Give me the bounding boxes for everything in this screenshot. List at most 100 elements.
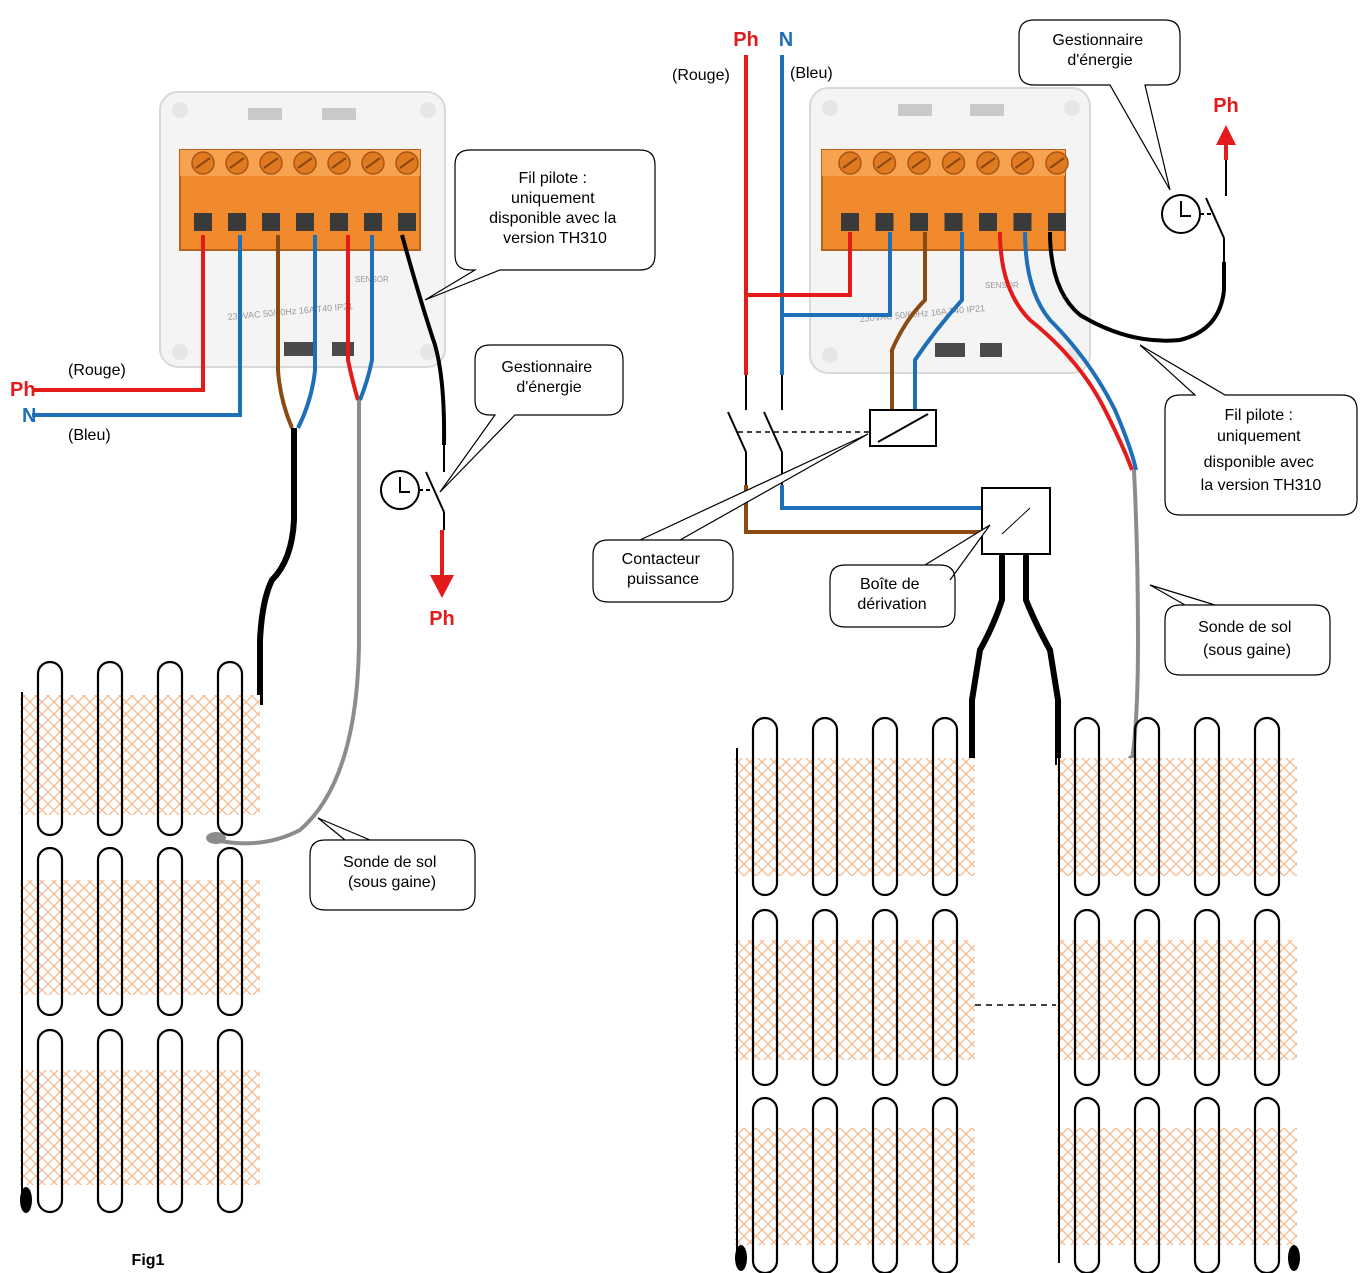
heating-loop (36, 660, 64, 837)
heating-loop (1253, 908, 1281, 1087)
heating-loop (751, 1096, 779, 1273)
left-thermostat: 230VAC 50/60Hz 16A T40 IP21 SENSOR (159, 91, 446, 368)
right-phase-to-thermostat (746, 232, 852, 297)
left-gestionnaire-callout: Gestionnaire d'énergie (439, 344, 624, 493)
mesh-band (1057, 940, 1297, 1060)
left-floor-probe (206, 832, 226, 844)
right-red-sensor-wire (998, 231, 1134, 471)
right-ph-out-label: Ph (1213, 95, 1239, 117)
left-heating-cable (257, 428, 297, 705)
heating-loop (96, 846, 124, 1017)
heating-loop (36, 846, 64, 1017)
heating-loop (1073, 1096, 1101, 1273)
mesh-band (735, 758, 975, 876)
left-ph-label: Ph (10, 379, 36, 401)
heating-loop (1253, 716, 1281, 897)
cable-end (735, 1245, 747, 1271)
right-energy-manager (1161, 125, 1236, 262)
left-energy-manager (380, 445, 454, 598)
heating-loop (1193, 908, 1221, 1087)
right-heating-mat-a (735, 716, 975, 1273)
mesh-band (735, 940, 975, 1060)
heating-loop (871, 716, 899, 897)
heating-loop (751, 716, 779, 897)
terminal-slot (228, 213, 246, 231)
right-n-label: N (779, 29, 793, 51)
heating-loop (871, 1096, 899, 1273)
right-figure: 230VAC 50/60Hz 16A T40 IP21 SENSOR (592, 19, 1358, 1273)
left-neutral-wire (32, 235, 242, 417)
terminal-slot (330, 213, 348, 231)
left-blue-wire (296, 235, 317, 429)
left-heating-mat (20, 660, 260, 1214)
terminal-slot (841, 213, 859, 231)
terminal-slot (296, 213, 314, 231)
terminal-slot (979, 213, 997, 231)
heating-loop (1133, 1096, 1161, 1273)
right-gestionnaire-text: Gestionnaire d'énergie (1052, 32, 1147, 69)
right-pilot-wire (1048, 231, 1226, 343)
heating-loop (871, 908, 899, 1087)
left-floor-probe-wire (214, 400, 361, 846)
heating-loop (1133, 716, 1161, 897)
heating-cable-b (1023, 554, 1061, 765)
heating-loop (1193, 716, 1221, 897)
right-heating-mat-b (1057, 716, 1300, 1273)
mesh-band (1057, 758, 1297, 876)
left-brown-wire (276, 235, 294, 429)
left-red-sensor-wire (346, 235, 360, 401)
left-ph-out-label: Ph (429, 608, 455, 630)
right-brown-coil-wire (890, 232, 927, 410)
mesh-band (1057, 1128, 1297, 1245)
heating-loop (1073, 908, 1101, 1087)
right-sensor-print: SENSOR (985, 281, 1019, 290)
left-rouge-label: (Rouge) (68, 362, 126, 379)
terminal-slot (194, 213, 212, 231)
heating-loop (931, 908, 959, 1087)
right-gestionnaire-callout: Gestionnaire d'énergie (1018, 19, 1181, 191)
right-contactor (727, 375, 937, 485)
mesh-band (20, 1070, 260, 1185)
terminal-slot (398, 213, 416, 231)
heating-loop (36, 1028, 64, 1214)
right-pilot-text: Fil pilote : uniquement disponible avec … (1201, 407, 1322, 494)
terminal-slot (1048, 213, 1066, 231)
right-boite-text: Boîte de dérivation (857, 576, 926, 613)
heating-loop (156, 660, 184, 837)
heating-loop (156, 1028, 184, 1214)
left-bleu-label: (Bleu) (68, 427, 111, 444)
terminal-slot (1013, 213, 1032, 231)
heating-loop (811, 716, 839, 897)
right-ph-out-arrow (1216, 125, 1236, 145)
right-thermostat: 230VAC 50/60Hz 16A T40 IP21 SENSOR (809, 87, 1091, 374)
heating-loop (1193, 1096, 1221, 1273)
left-blue-sensor-wire (358, 235, 374, 401)
mesh-band (20, 695, 260, 815)
left-ph-out-arrow (430, 575, 454, 598)
left-sonde-text: Sonde de sol (sous gaine) (343, 854, 441, 891)
heating-loop (811, 908, 839, 1087)
left-gestionnaire-text: Gestionnaire d'énergie (501, 359, 596, 396)
cable-end (20, 1187, 32, 1213)
right-pilot-callout: Fil pilote : uniquement disponible avec … (1139, 344, 1358, 516)
left-figure: 230VAC 50/60Hz 16A T40 IP21 SENSOR Ph (R… (10, 91, 656, 1269)
heating-loop (931, 1096, 959, 1273)
right-blue-coil-wire (913, 232, 964, 410)
right-contacteur-callout: Contacteur puissance (592, 433, 869, 603)
right-bleu-label: (Bleu) (790, 65, 833, 82)
left-pilot-text: Fil pilote : uniquement disponible avec … (489, 170, 621, 247)
right-blue-sensor-wire (1023, 231, 1138, 471)
heating-loop (811, 1096, 839, 1273)
heating-loop (156, 846, 184, 1017)
heating-cable-a (969, 554, 1005, 765)
heating-loop (216, 1028, 244, 1214)
terminal-slot (875, 213, 894, 231)
heating-loop (96, 1028, 124, 1214)
right-rouge-label: (Rouge) (672, 67, 730, 84)
right-ph-label: Ph (733, 29, 759, 51)
heating-loop (1133, 908, 1161, 1087)
right-sonde-text: Sonde de sol (sous gaine) (1198, 619, 1296, 659)
contactor-blue-out (780, 485, 982, 510)
right-floor-probe-wire (1130, 469, 1141, 761)
